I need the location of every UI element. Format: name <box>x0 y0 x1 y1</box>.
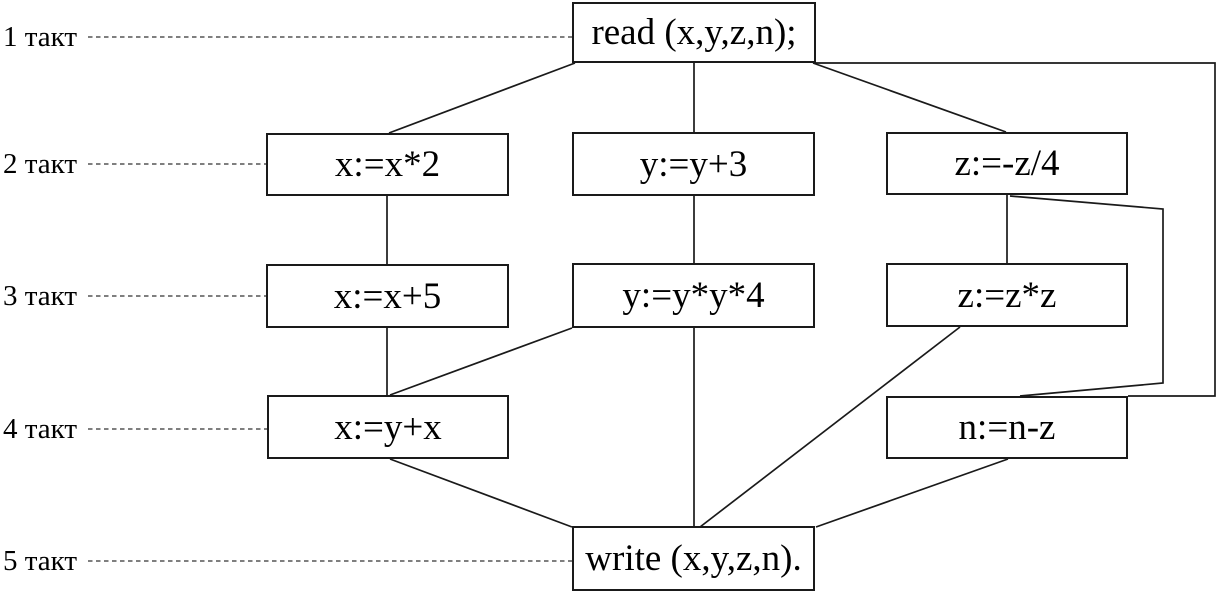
node-z-div-4: z:=-z/4 <box>886 132 1128 195</box>
edge-read-to-x1 <box>388 62 576 134</box>
edge-x3-to-write <box>389 458 573 528</box>
node-x-y-plus-x: x:=y+x <box>267 395 509 459</box>
node-z-mul-z: z:=z*z <box>886 263 1128 327</box>
edge-z1-to-n1 <box>1009 195 1164 397</box>
node-y-mul-y-4: y:=y*y*4 <box>572 263 815 328</box>
node-n-minus-z: n:=n-z <box>886 396 1128 459</box>
edge-y2-to-x3 <box>389 327 573 396</box>
edge-read-to-z1 <box>812 62 1007 133</box>
takt-label-1: 1 такт <box>3 21 78 53</box>
edge-read-to-n1 <box>815 62 1216 397</box>
takt-label-2: 2 такт <box>3 148 78 180</box>
takt-label-5: 5 такт <box>3 545 78 577</box>
edge-n1-to-write <box>815 458 1009 528</box>
node-y-plus-3: y:=y+3 <box>572 132 815 196</box>
takt-label-4: 4 такт <box>3 413 78 445</box>
node-x-plus-5: x:=x+5 <box>266 264 509 328</box>
node-read: read (x,y,z,n); <box>572 2 816 63</box>
node-write: write (x,y,z,n). <box>572 526 815 591</box>
node-x-mul-2: x:=x*2 <box>266 133 509 196</box>
edge-z2-to-write <box>699 326 961 528</box>
takt-label-3: 3 такт <box>3 280 78 312</box>
